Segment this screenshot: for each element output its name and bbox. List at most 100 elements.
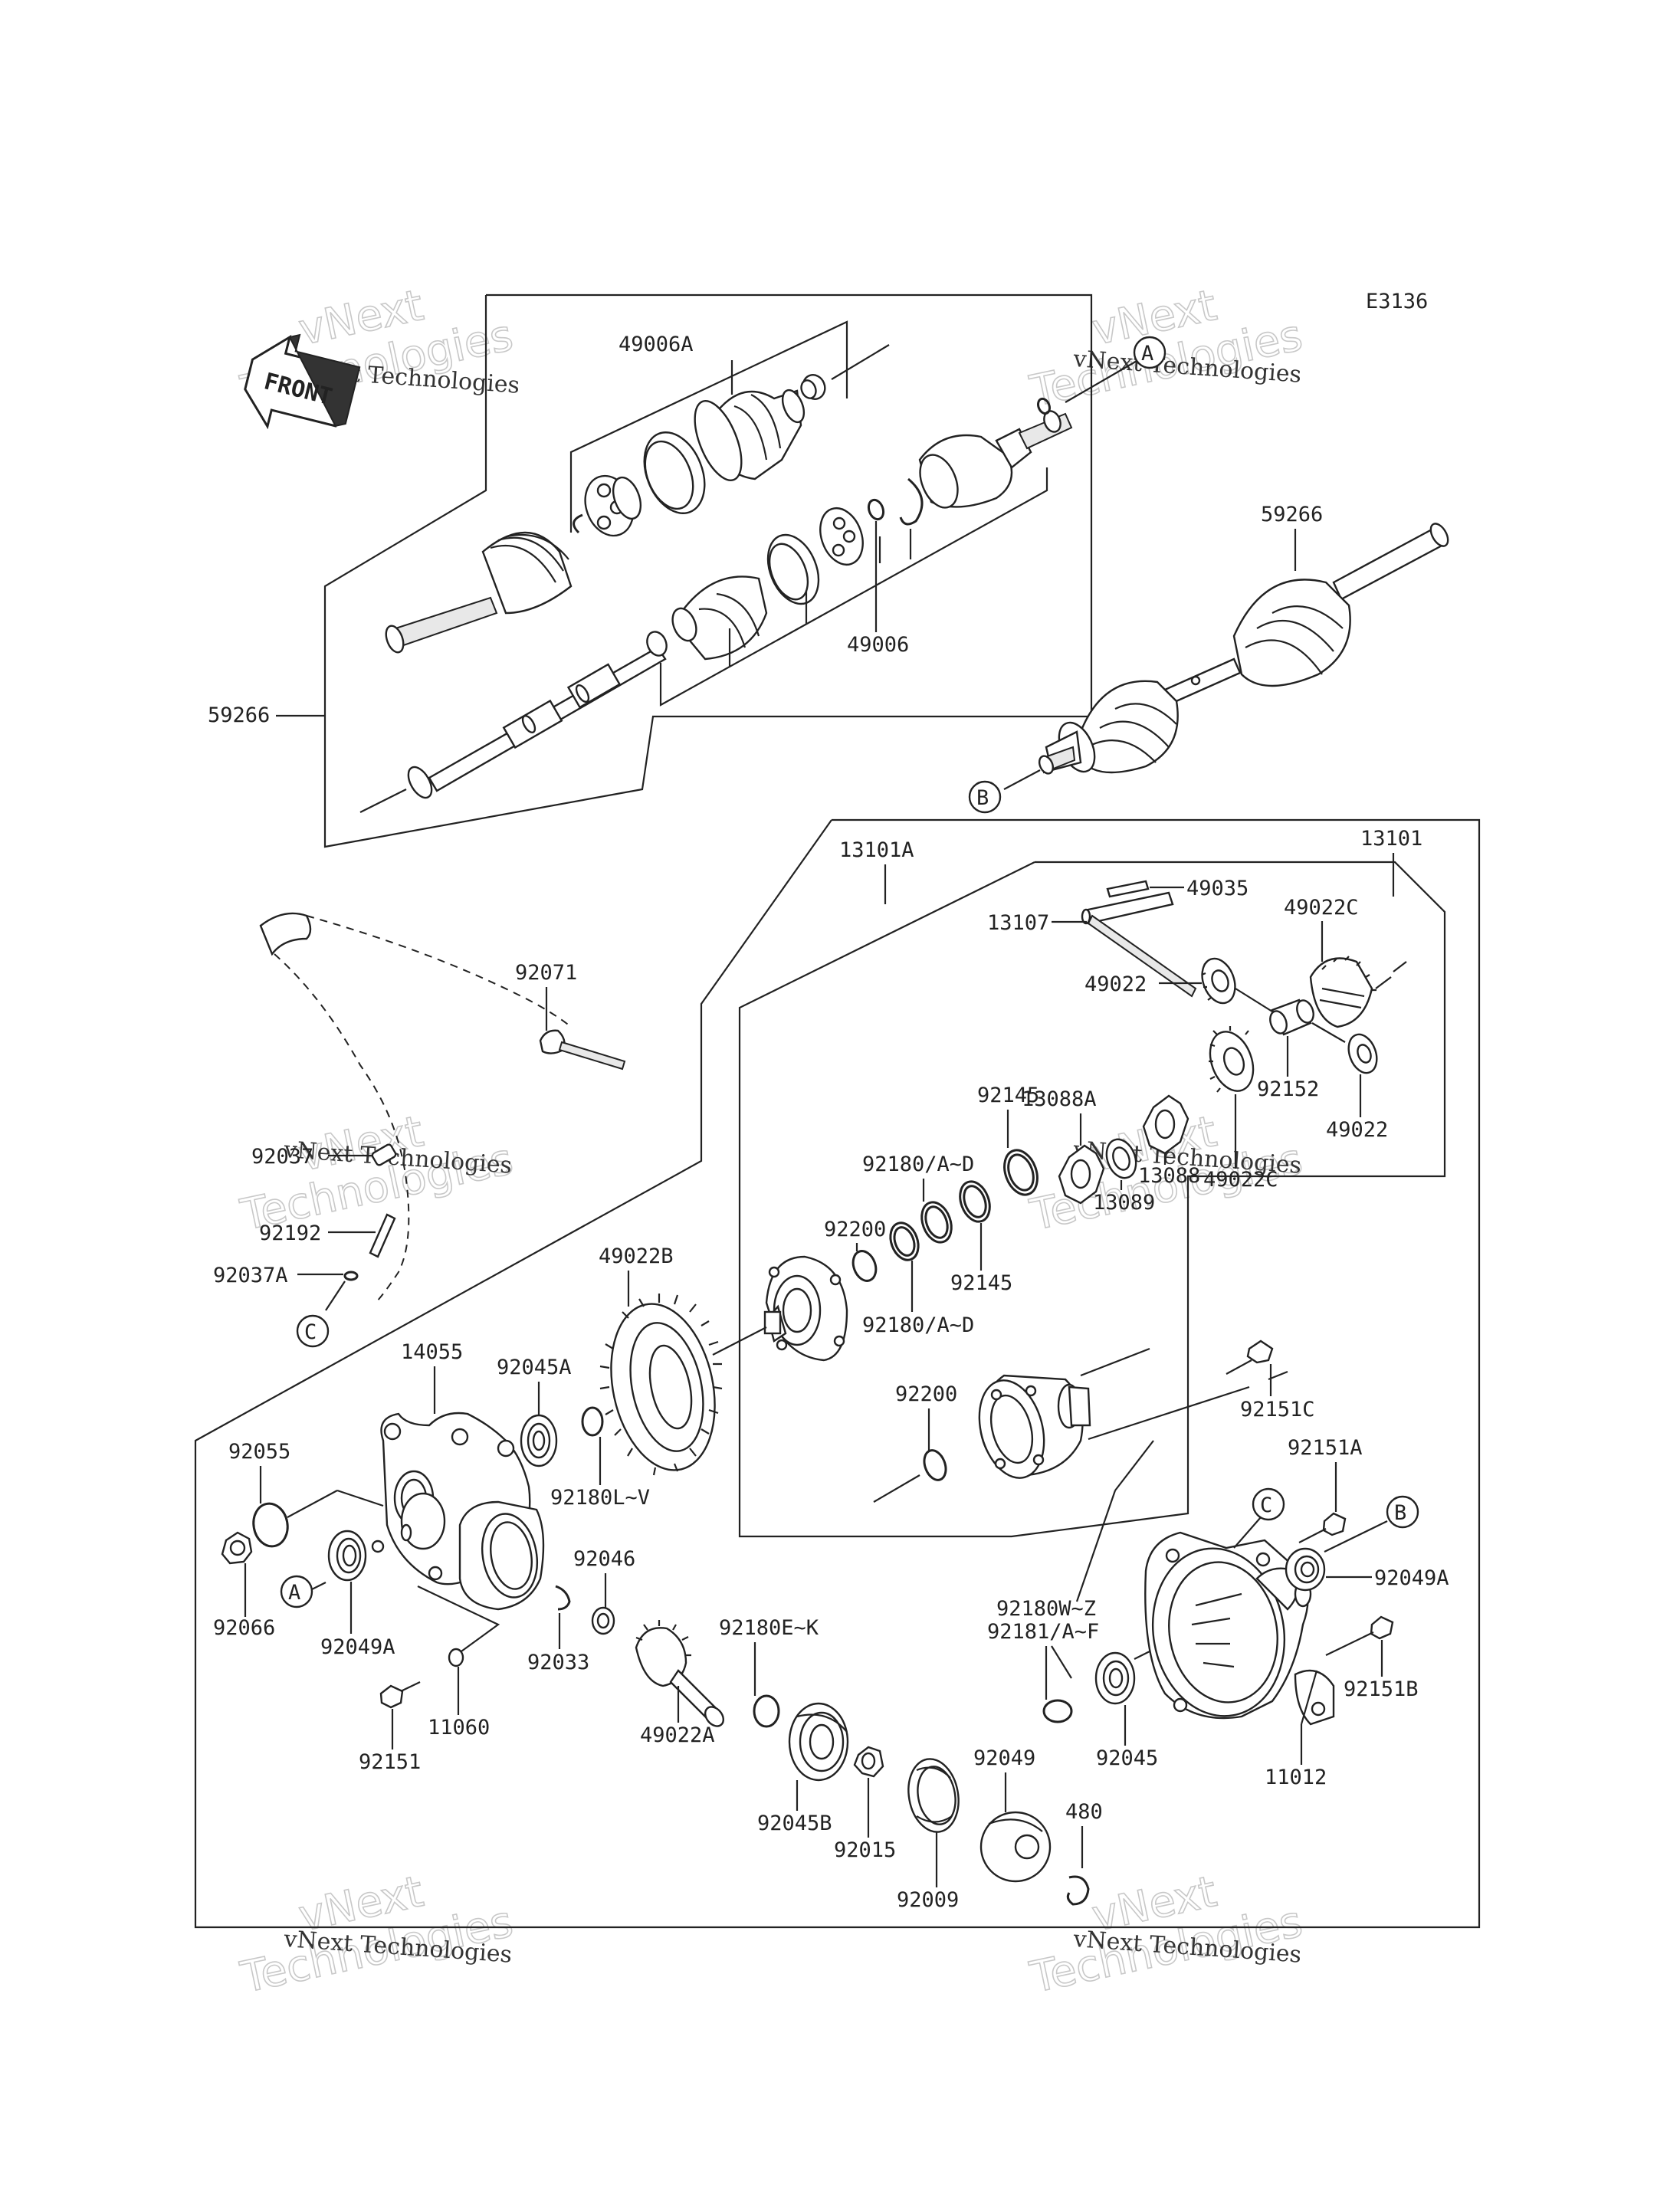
ring-gear-49022B	[599, 1294, 723, 1476]
label-92009: 92009	[897, 1888, 959, 1912]
clamp-92037	[371, 1143, 397, 1166]
collar-92009	[907, 1758, 960, 1833]
label-92151A: 92151A	[1288, 1436, 1363, 1460]
label-92145-top: 92145	[977, 1084, 1039, 1107]
callout-c-hose	[296, 1314, 330, 1348]
cv-boot-upper	[694, 389, 806, 481]
circlip-upper	[573, 513, 583, 534]
cv-boot-lower	[646, 575, 768, 661]
bolt-92151	[379, 1681, 421, 1709]
label-92180LV: 92180L~V	[550, 1486, 650, 1510]
pinion-shaft-13107	[1081, 880, 1197, 998]
plug-92066	[221, 1531, 253, 1565]
drawing-code: E3136	[1366, 290, 1428, 313]
label-59266-left: 59266	[208, 703, 270, 727]
label-92066: 92066	[213, 1616, 275, 1640]
label-92200-mid: 92200	[895, 1382, 957, 1406]
label-92151C: 92151C	[1240, 1398, 1315, 1421]
label-92200-top: 92200	[824, 1218, 886, 1241]
svg-text:C: C	[304, 1320, 317, 1344]
label-92033: 92033	[527, 1651, 589, 1674]
label-49006A: 49006A	[619, 333, 694, 356]
cv-cage-lower	[819, 507, 864, 566]
label-11012: 11012	[1265, 1766, 1327, 1789]
label-92145-bottom: 92145	[950, 1271, 1012, 1295]
svg-text:C: C	[1260, 1494, 1272, 1517]
label-13107: 13107	[987, 911, 1049, 935]
differential-case-lower	[978, 1374, 1091, 1479]
label-49022A: 49022A	[640, 1723, 715, 1747]
label-92015: 92015	[834, 1838, 896, 1862]
spider-gear-49022-b	[1347, 1033, 1378, 1074]
cv-cage-upper	[584, 474, 642, 537]
shim-92180AD-top	[920, 1201, 953, 1244]
cv-outer-joint-lower	[918, 410, 1073, 509]
nut-92015	[853, 1746, 884, 1778]
oil-seal-92049A-left	[327, 1530, 367, 1582]
left-half-shaft-outer	[385, 531, 573, 654]
shim-92200-mid	[923, 1449, 947, 1481]
boot-band-small-upper	[800, 374, 826, 400]
label-49022-b: 49022	[1326, 1118, 1388, 1142]
watermark-top-right: vNext Technologies vNext Technologies	[1025, 280, 1308, 417]
bolt-92151C	[1226, 1340, 1274, 1375]
thrust-washer-13089	[1105, 1138, 1137, 1179]
bolt-92151B	[1325, 1615, 1394, 1656]
label-92181AF: 92181/A~F	[987, 1620, 1099, 1644]
label-49006: 49006	[847, 633, 909, 657]
oil-seal-92049	[979, 1811, 1052, 1883]
label-13088: 13088	[1138, 1164, 1200, 1188]
spider-gear-49022-a	[1201, 957, 1236, 1005]
label-92049A-left: 92049A	[320, 1635, 395, 1659]
oil-seal-92049A-right	[1285, 1547, 1326, 1592]
watermark-mid-left: vNext Technologies vNext Technologies	[236, 1106, 518, 1241]
clip-92037A	[343, 1271, 359, 1281]
label-49022-a: 49022	[1084, 972, 1147, 996]
label-49022C-top: 49022C	[1284, 896, 1359, 920]
shim-92145-top	[1003, 1149, 1039, 1196]
label-13101A: 13101A	[839, 838, 914, 862]
differential-case-upper	[712, 1255, 848, 1362]
label-13101: 13101	[1360, 827, 1422, 851]
shim-92180EK	[753, 1694, 780, 1728]
label-49035: 49035	[1186, 877, 1249, 900]
washer-11060	[448, 1648, 464, 1667]
callout-a-top	[1133, 336, 1166, 369]
label-92071: 92071	[515, 961, 577, 985]
clip-ring-tip	[1037, 397, 1051, 415]
watermark-bottom-right: vNext Technologies vNext Technologies	[1025, 1866, 1308, 2003]
callout-b-shaft	[968, 780, 1002, 814]
label-92055: 92055	[228, 1440, 290, 1464]
label-92180AD-top: 92180/A~D	[862, 1153, 974, 1176]
thrust-washer-13088	[1142, 1094, 1189, 1155]
label-480: 480	[1065, 1800, 1103, 1824]
svg-text:B: B	[1394, 1501, 1406, 1525]
circlip-92033	[555, 1585, 571, 1611]
side-gear-49022C-top	[1309, 956, 1376, 1028]
breather-hose-assembly	[259, 912, 626, 1303]
shim-92180WZ	[1042, 1699, 1073, 1723]
shim-92200-top	[851, 1250, 878, 1282]
callout-a-housing	[280, 1575, 313, 1608]
label-92045: 92045	[1096, 1746, 1158, 1770]
shim-92180AD-bottom	[889, 1221, 920, 1261]
needle-bearing-92046	[591, 1606, 615, 1635]
label-92049: 92049	[973, 1746, 1035, 1770]
gear-case-14055	[380, 1412, 545, 1611]
label-92037: 92037	[251, 1145, 313, 1169]
label-49022B: 49022B	[599, 1244, 674, 1268]
label-92037A: 92037A	[213, 1264, 288, 1287]
bolt-92151A	[1298, 1512, 1347, 1543]
label-49022C-mid: 49022C	[1203, 1168, 1278, 1192]
washer-small-left	[371, 1540, 385, 1553]
callout-b-housing	[1386, 1495, 1419, 1529]
watermark-bottom-left: vNext Technologies vNext Technologies	[236, 1866, 518, 2003]
label-92152: 92152	[1257, 1077, 1319, 1101]
shim-92180LV	[581, 1406, 604, 1437]
circlip-480	[1066, 1875, 1090, 1906]
differential-group-border	[194, 818, 1481, 1929]
label-92192: 92192	[259, 1221, 321, 1245]
pinion-gear-49022A	[635, 1620, 725, 1727]
bearing-92045A	[520, 1414, 558, 1467]
svg-text:A: A	[1141, 342, 1153, 366]
